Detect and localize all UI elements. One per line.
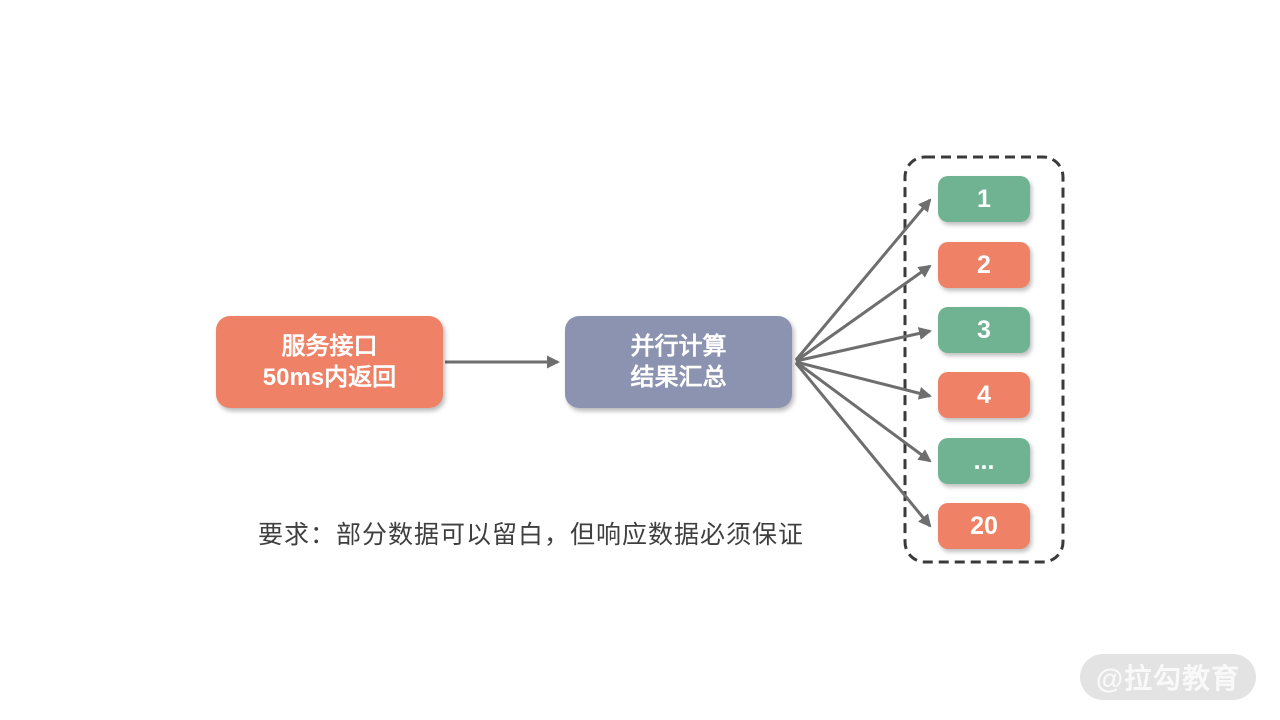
arrow-compute-to-task-20 [794, 362, 932, 528]
task-box-4: 4 [938, 372, 1030, 418]
watermark-badge: @拉勾教育 [1080, 654, 1256, 700]
arrow-compute-to-task-1 [794, 198, 932, 361]
service-interface-label-line2: 50ms内返回 [262, 364, 397, 391]
task-box-ellipsis: ... [938, 438, 1030, 484]
task-box-2: 2 [938, 242, 1030, 288]
arrow-compute-to-task-ellipsis [795, 360, 932, 463]
arrow-compute-to-task-4 [795, 360, 932, 400]
parallel-compute-box: 并行计算 结果汇总 [565, 316, 792, 408]
task-box-1: 1 [938, 176, 1030, 222]
parallel-compute-label-line2: 结果汇总 [630, 364, 727, 391]
task-box-20: 20 [938, 503, 1030, 549]
service-interface-box: 服务接口 50ms内返回 [216, 316, 443, 408]
task-box-3: 3 [938, 307, 1030, 353]
parallel-compute-label-line1: 并行计算 [630, 333, 727, 360]
requirement-note: 要求：部分数据可以留白，但响应数据必须保证 [258, 521, 805, 549]
service-interface-label-line1: 服务接口 [281, 333, 378, 360]
arrow-compute-to-task-2 [795, 264, 932, 363]
arrow-compute-to-task-3 [795, 327, 932, 363]
